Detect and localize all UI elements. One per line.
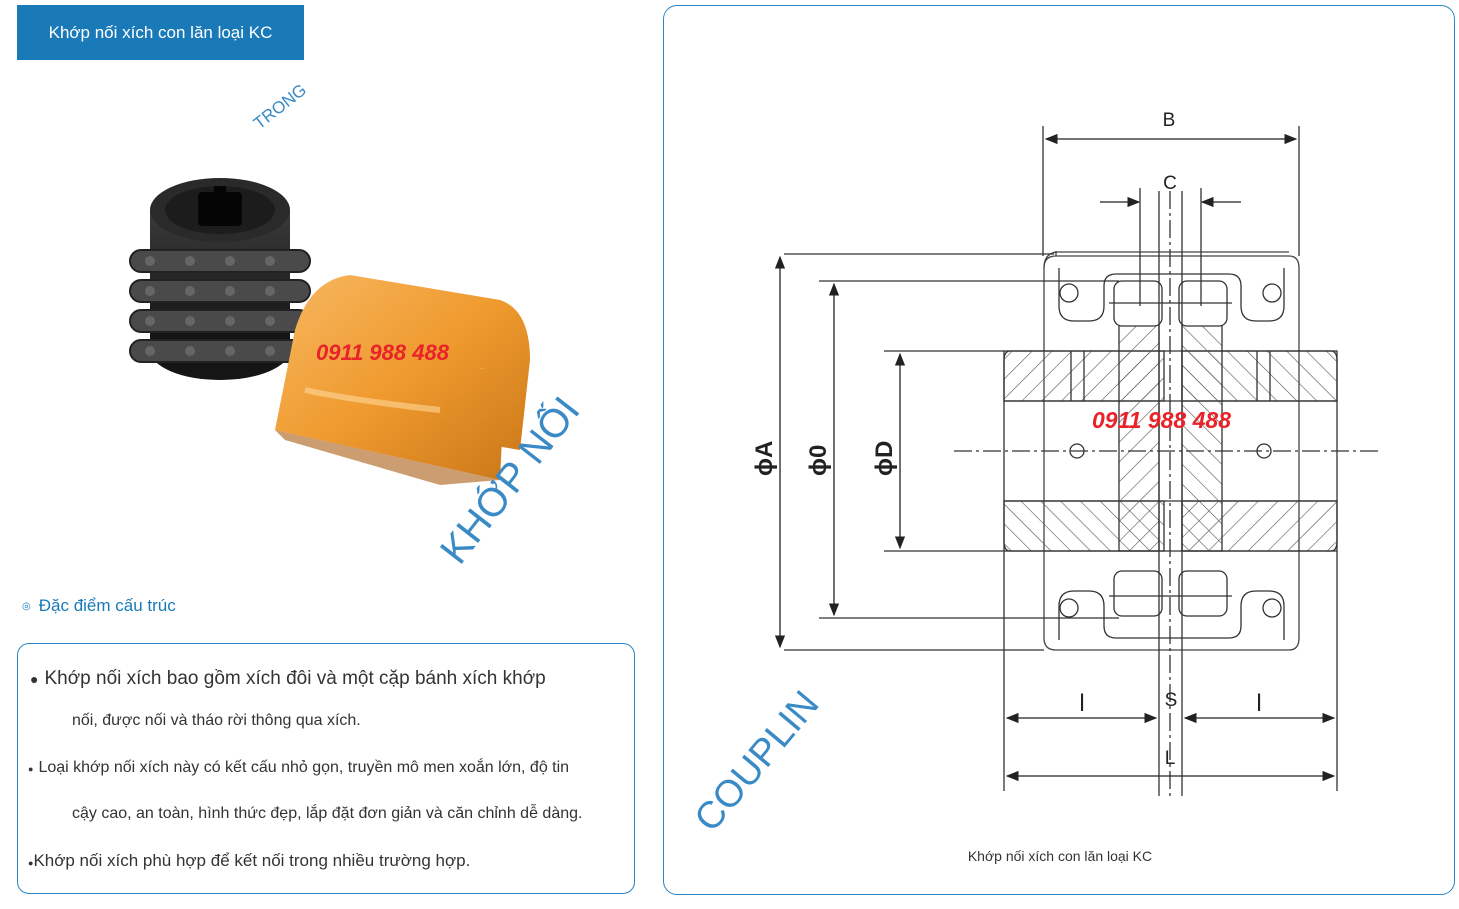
product-photo [110,100,610,560]
photo-phone-number: 0911 988 488 [316,340,449,365]
feature-1-bullet: ● [30,671,39,687]
feature-2-line1: ● Loại khớp nối xích này có kết cấu nhỏ g… [28,759,569,777]
dim-label-l-left: l [1079,690,1084,717]
dim-label-B: B [1163,110,1176,131]
diagram-phone-number: 0911 988 488 [1092,407,1231,433]
page-header-tab: Khớp nối xích con lăn loại KC [17,5,304,60]
dim-label-l-right: l [1256,690,1261,717]
feature-1-line2: nối, được nối và tháo rời thông qua xích… [72,712,361,729]
dim-label-phi0: ϕ0 [805,445,832,476]
feature-1-line1: ● Khớp nối xích bao gồm xích đôi và một c… [30,668,546,690]
feature-2-bullet: ● [28,764,34,774]
features-box: ● Khớp nối xích bao gồm xích đôi và một c… [17,643,635,894]
dim-label-S: S [1165,690,1178,711]
feature-3-line1: ●Khớp nối xích phù hợp để kết nối trong … [28,851,470,871]
feature-3-bullet: ● [28,858,34,868]
technical-drawing-panel: B C ϕA ϕ0 ϕD l S l L 0911 988 488 COUPLI… [663,5,1455,895]
feature-2-line2: cậy cao, an toàn, hình thức đẹp, lắp đặt… [72,805,583,822]
section-label: ◎ Đặc điểm cấu trúc [22,596,176,616]
feature-2-text: Loại khớp nối xích này có kết cấu nhỏ gọ… [38,759,570,776]
sprocket-hub-icon [129,178,311,380]
dim-label-L: L [1165,748,1176,769]
watermark-couplin: COUPLIN [687,683,828,839]
coupling-drawing [774,126,1379,796]
dim-label-phiA: ϕA [751,441,778,476]
orange-cover-icon [275,275,530,485]
section-bullet-icon: ◎ [22,600,31,612]
feature-1-text: Khớp nối xích bao gồm xích đôi và một cặ… [44,668,546,689]
dim-label-C: C [1163,173,1177,194]
diagram-caption: Khớp nối xích con lăn loại KC [967,848,1153,864]
dim-label-phiD: ϕD [871,441,898,476]
feature-3-text: Khớp nối xích phù hợp để kết nối trong n… [33,851,471,870]
section-label-text: Đặc điểm cấu trúc [38,596,176,615]
